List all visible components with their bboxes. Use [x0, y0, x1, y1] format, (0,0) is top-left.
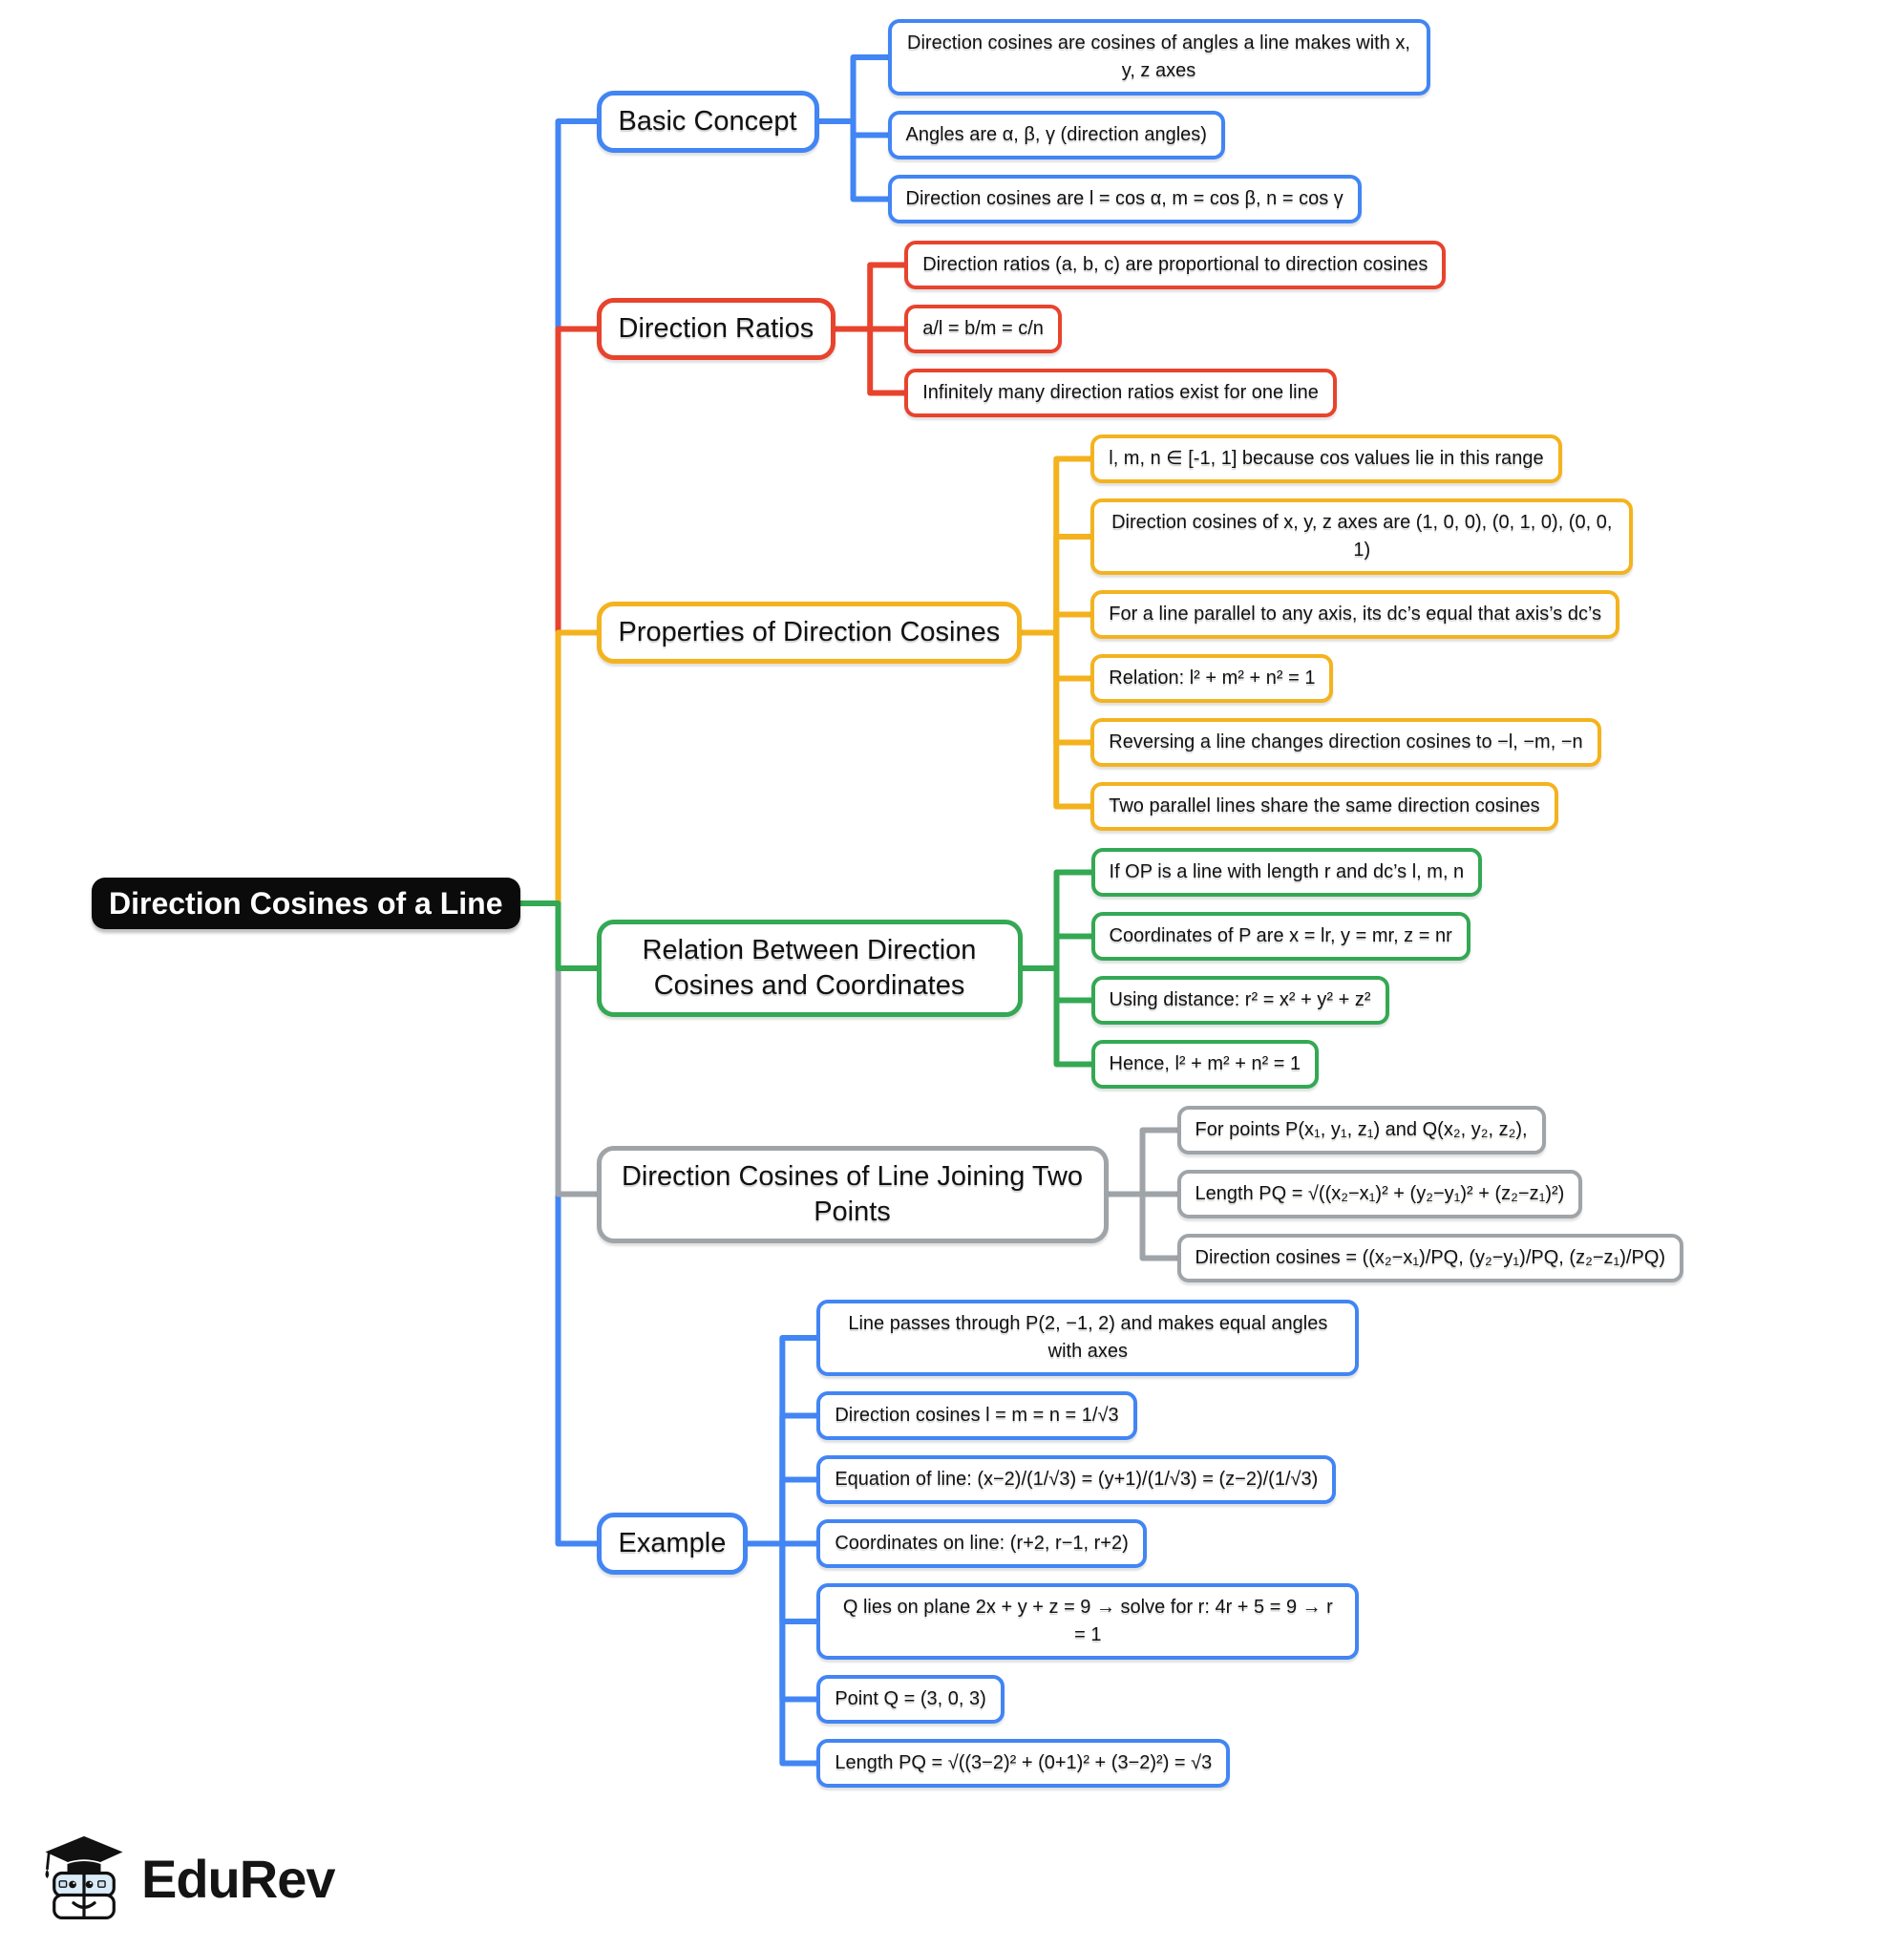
branch-row-example: Example Line passes through P(2, −1, 2) a… [596, 1300, 1360, 1788]
branches-column: Basic Concept Direction cosines are cosin… [596, 19, 1684, 1788]
leaf-node: l, m, n ∈ [-1, 1] because cos values lie… [1090, 434, 1562, 483]
branch-node-example: Example [596, 1513, 749, 1575]
leaf-node: Coordinates on line: (r+2, r−1, r+2) [816, 1519, 1147, 1568]
branch-row-direction-cosines-of-line-joining-two-points: Direction Cosines of Line Joining Two Po… [596, 1106, 1684, 1282]
leaf-node: For a line parallel to any axis, its dc’… [1090, 590, 1620, 639]
branch-row-properties-of-direction-cosines: Properties of Direction Cosines l, m, n ∈… [596, 434, 1634, 831]
leaf-node: Using distance: r² = x² + y² + z² [1090, 976, 1389, 1025]
leaf-node: Length PQ = √((3−2)² + (0+1)² + (3−2)²) … [816, 1739, 1231, 1788]
leaf-node: a/l = b/m = c/n [904, 305, 1062, 353]
leaves-column: Direction ratios (a, b, c) are proportio… [904, 241, 1447, 417]
leaf-node: Direction cosines = ((x₂−x₁)/PQ, (y₂−y₁)… [1176, 1234, 1684, 1282]
leaf-node: Direction cosines are cosines of angles … [887, 19, 1430, 95]
leaf-node: Hence, l² + m² + n² = 1 [1090, 1040, 1320, 1089]
leaf-node: Direction cosines l = m = n = 1/√3 [816, 1391, 1137, 1440]
leaves-column: Direction cosines are cosines of angles … [887, 19, 1430, 223]
leaf-node: Infinitely many direction ratios exist f… [904, 369, 1337, 417]
leaf-node: Q lies on plane 2x + y + z = 9 → solve f… [816, 1583, 1360, 1660]
leaf-node: Angles are α, β, γ (direction angles) [887, 111, 1225, 159]
mindmap: Direction Cosines of a Line Basic Concep… [92, 19, 1684, 1788]
leaf-node: Coordinates of P are x = lr, y = mr, z =… [1090, 912, 1470, 961]
leaf-node: Relation: l² + m² + n² = 1 [1090, 654, 1334, 703]
edurev-logo-text: EduRev [141, 1848, 335, 1909]
leaf-node: Two parallel lines share the same direct… [1090, 782, 1558, 831]
leaf-node: For points P(x₁, y₁, z₁) and Q(x₂, y₂, z… [1176, 1106, 1546, 1155]
leaves-column: For points P(x₁, y₁, z₁) and Q(x₂, y₂, z… [1176, 1106, 1684, 1282]
leaf-node: Equation of line: (x−2)/(1/√3) = (y+1)/(… [816, 1455, 1337, 1504]
branch-row-relation-between-direction-cosines-and-coordinates: Relation Between Direction Cosines and C… [596, 848, 1483, 1089]
leaf-node: If OP is a line with length r and dc’s l… [1090, 848, 1483, 897]
branch-row-direction-ratios: Direction Ratios Direction ratios (a, b, … [596, 241, 1447, 417]
leaves-column: Line passes through P(2, −1, 2) and make… [816, 1300, 1360, 1788]
leaf-node: Point Q = (3, 0, 3) [816, 1675, 1005, 1724]
leaf-node: Direction cosines of x, y, z axes are (1… [1090, 498, 1634, 575]
branch-node-direction-ratios: Direction Ratios [596, 298, 836, 360]
leaf-node: Reversing a line changes direction cosin… [1090, 718, 1601, 767]
branch-row-basic-concept: Basic Concept Direction cosines are cosin… [596, 19, 1430, 223]
edurev-mascot-icon [45, 1835, 123, 1920]
leaf-node: Line passes through P(2, −1, 2) and make… [816, 1300, 1360, 1376]
branch-node-basic-concept: Basic Concept [596, 90, 819, 153]
leaves-column: If OP is a line with length r and dc’s l… [1090, 848, 1483, 1089]
leaf-node: Direction ratios (a, b, c) are proportio… [904, 241, 1447, 289]
branch-node-properties-of-direction-cosines: Properties of Direction Cosines [596, 602, 1023, 664]
leaves-column: l, m, n ∈ [-1, 1] because cos values lie… [1090, 434, 1634, 831]
root-node: Direction Cosines of a Line [92, 878, 520, 929]
branch-node-direction-cosines-of-line-joining-two-points: Direction Cosines of Line Joining Two Po… [596, 1145, 1109, 1243]
leaf-node: Direction cosines are l = cos α, m = cos… [887, 175, 1362, 223]
edurev-logo: EduRev [40, 1834, 335, 1922]
branch-node-relation-between-direction-cosines-and-coordinates: Relation Between Direction Cosines and C… [596, 920, 1023, 1017]
leaf-node: Length PQ = √((x₂−x₁)² + (y₂−y₁)² + (z₂−… [1176, 1170, 1583, 1218]
